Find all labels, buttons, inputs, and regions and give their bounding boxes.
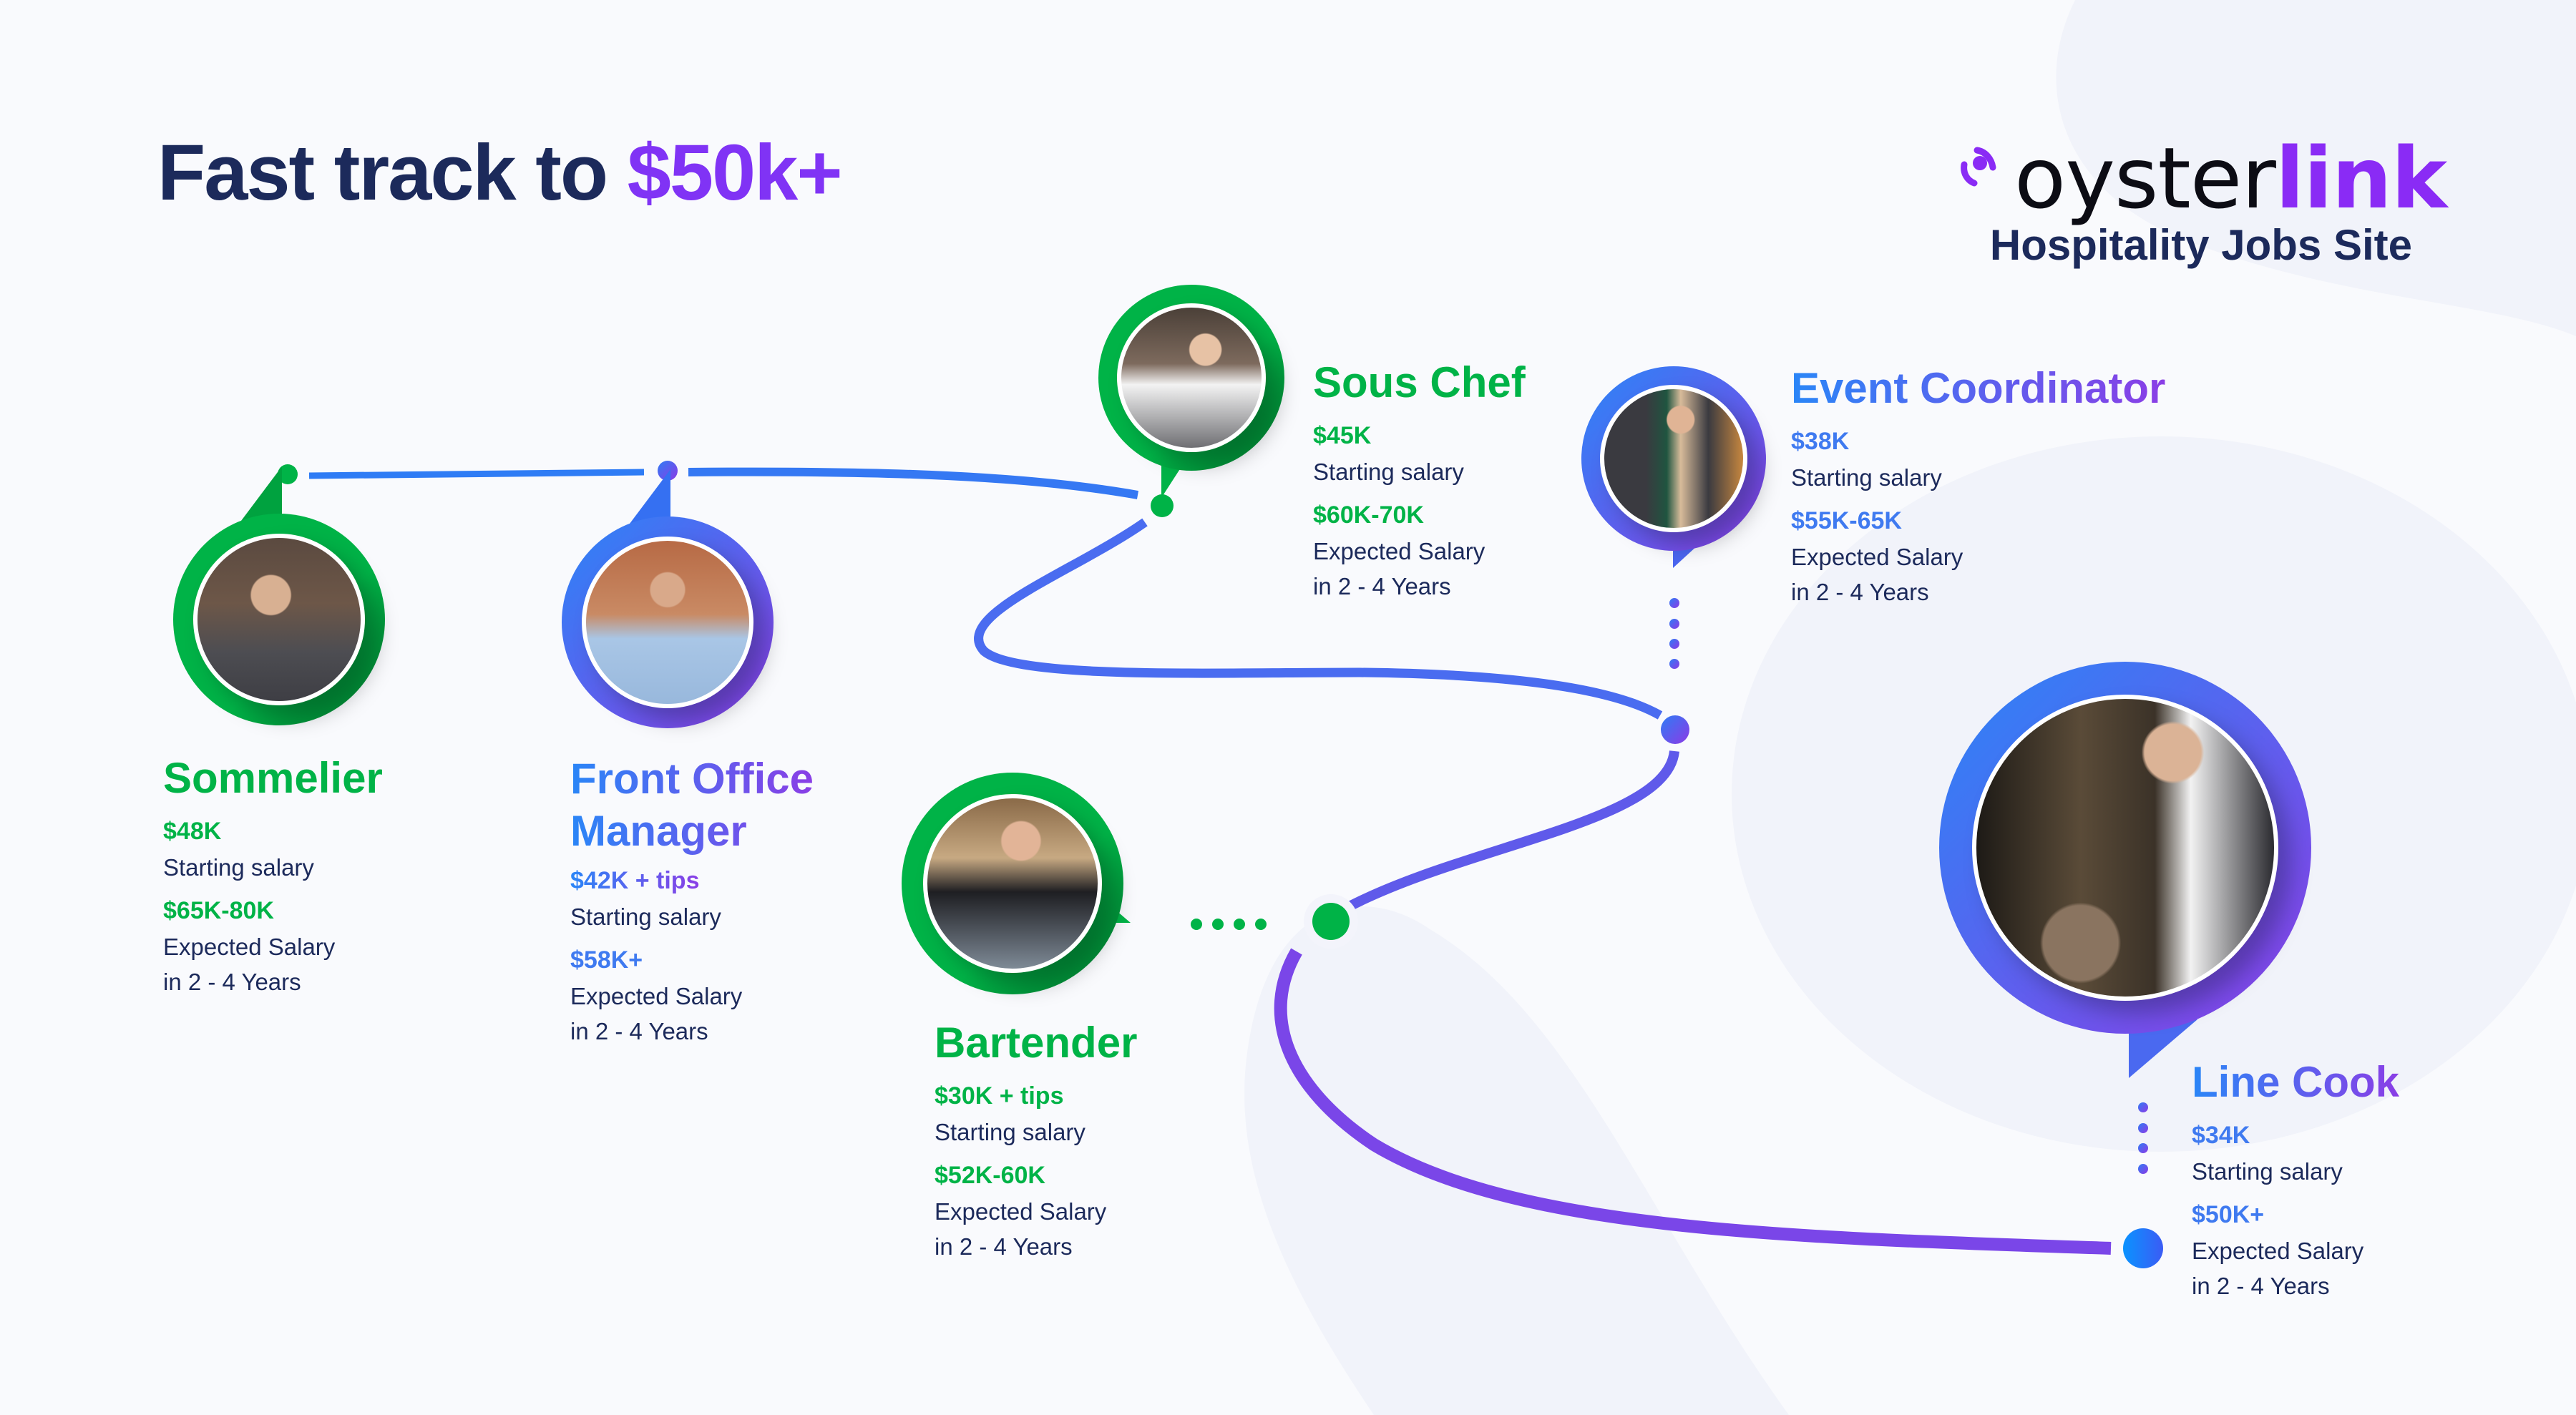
- card-sous-chef: Sous Chef $45K Starting salary $60K-70K …: [1313, 356, 1526, 604]
- role-title: Bartender: [935, 1019, 1138, 1067]
- starting-salary-value: $34K: [2192, 1122, 2250, 1149]
- node-sommelier: [278, 464, 298, 484]
- sommelier-photo: [193, 534, 365, 705]
- expected-salary-label: Expected Salary: [1313, 537, 1485, 564]
- node-event-coordinator: [1661, 715, 1689, 744]
- expected-salary-label: Expected Salary: [1791, 543, 1963, 570]
- pin-line-cook: [1939, 662, 2311, 1078]
- pin-front-office-manager: [562, 469, 774, 728]
- title-accent: $50k+: [627, 129, 843, 217]
- expected-salary-value: $60K-70K: [1313, 501, 1424, 529]
- starting-salary-value: $48K: [163, 818, 222, 845]
- pin-bartender: [902, 773, 1131, 994]
- starting-salary-label: Starting salary: [1313, 459, 1464, 485]
- expected-salary-period: in 2 - 4 Years: [1791, 579, 1929, 605]
- expected-salary-value: $52K-60K: [935, 1161, 1045, 1189]
- oysterlink-logo-icon: [1961, 147, 1996, 187]
- expected-salary-label: Expected Salary: [935, 1198, 1107, 1225]
- node-sous-chef: [1151, 494, 1174, 517]
- front-office-manager-photo: [582, 537, 753, 708]
- expected-salary-value: $50K+: [2192, 1200, 2265, 1228]
- starting-salary-value: $45K: [1313, 422, 1372, 449]
- card-line-cook: Line Cook $34K Starting salary $50K+ Exp…: [2192, 1055, 2399, 1304]
- expected-salary-label: Expected Salary: [163, 933, 336, 960]
- card-sommelier: Sommelier $48K Starting salary $65K-80K …: [163, 751, 383, 1000]
- event-coordinator-photo: [1600, 385, 1747, 532]
- expected-salary-period: in 2 - 4 Years: [570, 1018, 708, 1045]
- expected-salary-period: in 2 - 4 Years: [935, 1233, 1073, 1260]
- role-title: Sous Chef: [1313, 358, 1526, 406]
- expected-salary-period: in 2 - 4 Years: [2192, 1273, 2330, 1299]
- role-title: Sommelier: [163, 754, 383, 802]
- card-event-coordinator: Event Coordinator $38K Starting salary $…: [1791, 361, 2165, 610]
- role-title: Line Cook: [2192, 1055, 2399, 1109]
- brand-logo[interactable]: oysterlink Hospitality Jobs Site: [1957, 129, 2447, 279]
- expected-salary-period: in 2 - 4 Years: [163, 969, 301, 995]
- starting-salary-label: Starting salary: [163, 854, 314, 881]
- starting-salary-label: Starting salary: [935, 1119, 1085, 1145]
- brand-wordmark: oysterlink: [2014, 129, 2447, 227]
- line-cook-photo: [1972, 695, 2278, 1001]
- node-line-cook: [2123, 1228, 2163, 1268]
- starting-salary-label: Starting salary: [570, 904, 721, 931]
- role-title: Event Coordinator: [1791, 361, 2165, 415]
- node-bartender: [1312, 903, 1350, 940]
- pin-event-coordinator: [1581, 366, 1766, 568]
- expected-salary-value: $58K+: [570, 946, 643, 974]
- card-bartender: Bartender $30K + tips Starting salary $5…: [935, 1016, 1137, 1265]
- pin-sous-chef: [1098, 285, 1284, 498]
- sous-chef-photo: [1117, 303, 1266, 452]
- expected-salary-label: Expected Salary: [570, 982, 743, 1009]
- starting-salary-label: Starting salary: [2192, 1158, 2343, 1185]
- starting-salary-label: Starting salary: [1791, 464, 1942, 491]
- pin-sommelier: [173, 466, 385, 725]
- expected-salary-period: in 2 - 4 Years: [1313, 573, 1451, 599]
- expected-salary-value: $55K-65K: [1791, 506, 1902, 534]
- bartender-photo: [923, 794, 1102, 973]
- expected-salary-label: Expected Salary: [2192, 1237, 2364, 1264]
- starting-salary-value: $42K + tips: [570, 863, 699, 899]
- brand-tagline: Hospitality Jobs Site: [1989, 221, 2412, 269]
- page-title: Fast track to $50k+: [157, 129, 843, 217]
- starting-salary-value: $30K + tips: [935, 1082, 1064, 1110]
- starting-salary-value: $38K: [1791, 428, 1850, 455]
- expected-salary-value: $65K-80K: [163, 896, 274, 924]
